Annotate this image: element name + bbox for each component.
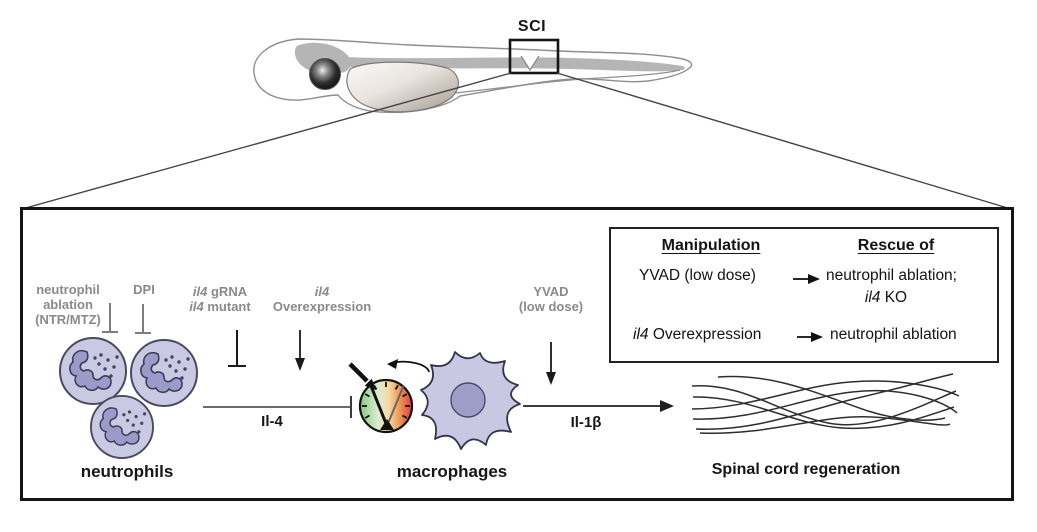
neutrophil-cell (90, 395, 154, 459)
table-row1-rescue-line1: neutrophil ablation; (826, 267, 957, 284)
table-row2-manipulation: il4 Overexpression (633, 326, 762, 343)
activation-gauge-icon (348, 359, 430, 434)
label-il4-signal: Il-4 (261, 413, 283, 430)
gauge-needle-gray (386, 386, 404, 427)
neutrophil-cell (59, 337, 127, 405)
table-row2-arrow (797, 332, 823, 342)
table-row1-manipulation: YVAD (low dose) (639, 267, 756, 284)
macrophage-nucleus (450, 382, 486, 418)
table-row2-rescue: neutrophil ablation (830, 326, 957, 343)
inhibition-bar-neutrophil-ablation (102, 303, 118, 333)
macrophage-cell (420, 351, 521, 450)
label-yvad-low-dose: YVAD (low dose) (518, 284, 584, 314)
il4-inhibition-line (203, 396, 352, 418)
fish-eye (309, 58, 341, 90)
arrow-yvad (546, 342, 556, 385)
sci-marker-box (508, 38, 560, 75)
zebrafish-larva-illustration (253, 38, 693, 114)
il1b-arrow (523, 400, 674, 412)
label-il4-overexpression: il4 Overexpression (272, 284, 372, 314)
connector-line-right (556, 72, 1012, 210)
table-header-rescue: Rescue of (857, 237, 935, 254)
fish-yolk-sac (346, 61, 460, 113)
label-macrophages: macrophages (396, 462, 508, 481)
sci-label: SCI (517, 18, 547, 35)
inhibition-bar-il4-grna (228, 330, 246, 367)
table-row1-arrow (793, 274, 820, 284)
gauge-needle-black (369, 384, 389, 428)
table-header-manipulation: Manipulation (661, 237, 761, 254)
label-neutrophils: neutrophils (80, 462, 174, 481)
neutrophil-cell (130, 339, 198, 407)
label-dpi: DPI (133, 282, 155, 297)
label-il1b-signal: Il-1β (570, 414, 602, 431)
sci-lesion-notch (520, 55, 540, 72)
summary-table-box (609, 227, 999, 363)
label-spinal-cord-regeneration: Spinal cord regeneration (711, 461, 901, 478)
axon-fibers (691, 373, 960, 435)
neutrophil-cells (59, 337, 198, 459)
label-il4-grna-mutant: il4 gRNA il4 mutant (189, 284, 251, 314)
arrow-il4-overexpression (295, 330, 305, 371)
label-neutrophil-ablation: neutrophil ablation (NTR/MTZ) (35, 282, 101, 327)
connector-line-left (21, 72, 512, 210)
gauge-pointer-arrow (348, 362, 376, 390)
table-row1-rescue-line2: il4 KO (864, 289, 908, 306)
inhibition-bar-dpi (135, 304, 151, 334)
